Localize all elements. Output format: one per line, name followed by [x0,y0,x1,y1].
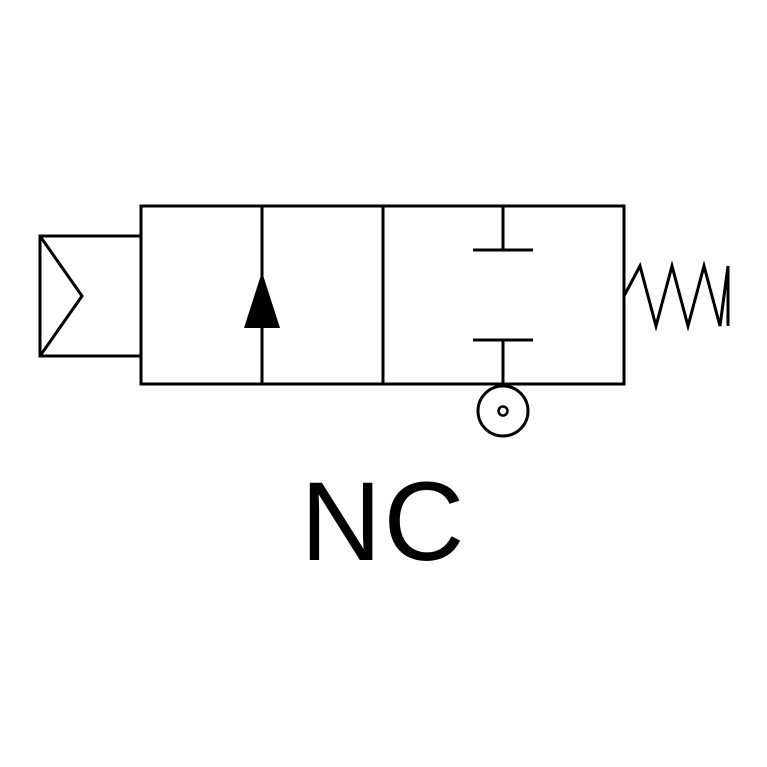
port-dot [497,405,509,417]
port-connection [476,384,530,438]
return-spring [622,260,730,332]
valve-type-label: NC [300,459,467,584]
solenoid-chevron [38,235,84,357]
solenoid-box [38,234,141,358]
closed-position-blocked-ports [473,206,533,384]
port-circle [476,384,530,438]
flow-arrow-icon [244,272,280,328]
solenoid-actuator [38,234,141,358]
